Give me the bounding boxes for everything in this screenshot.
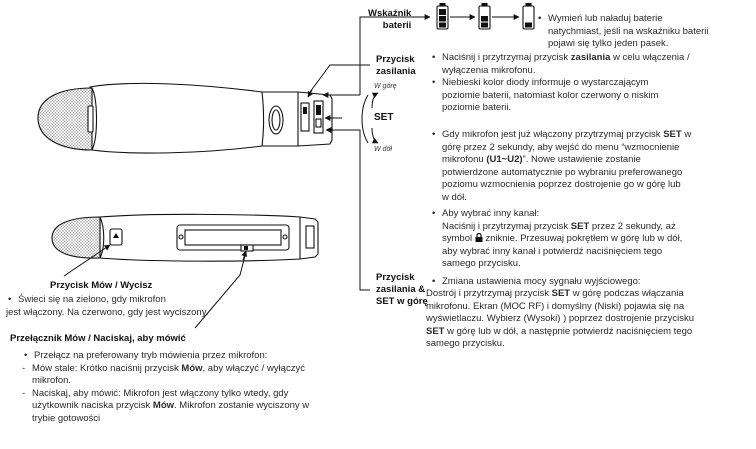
battery-indicator-label: Wskaźnik baterii [368,8,412,31]
talk-mute-label: Przycisk Mów / Wycisz [50,280,153,291]
power-switch [300,102,310,132]
battery-icons [436,2,535,30]
set-text: Gdy mikrofon jest już włączony przytrzym… [426,129,756,351]
mic-body [89,82,333,154]
battery-full-icon [436,2,449,30]
microphone-bottom [51,213,319,262]
set-label: SET [374,112,394,123]
battery-half-icon [478,2,491,30]
set-arc [361,94,369,144]
talk-text: Świeci się na zielono, gdy mikrofon jest… [6,294,266,319]
switch-text: Przełącz na preferowany tryb mówienia pr… [22,350,382,425]
mic-led-button [268,105,284,135]
set-up-label: W górę [374,83,397,90]
set-down-label: W dół [374,146,392,153]
mic-grille [37,87,93,151]
set-jog-switch [313,100,324,134]
battery-text: Wymień lub naładuj baterie natychmiast, … [536,13,756,51]
power-set-button-label: Przycisk zasilania & SET w górę [376,272,428,307]
battery-low-icon [522,2,535,30]
power-text: Naciśnij i przytrzymaj przycisk zasilani… [430,52,756,115]
microphone-top [37,82,333,154]
switch-title: Przełącznik Mów / Naciskaj, aby mówić [10,333,186,344]
leader-lines [63,14,431,329]
lock-icon [475,233,483,242]
mic2-grille [51,216,101,259]
power-button-label: Przycisk zasilania [376,54,416,77]
